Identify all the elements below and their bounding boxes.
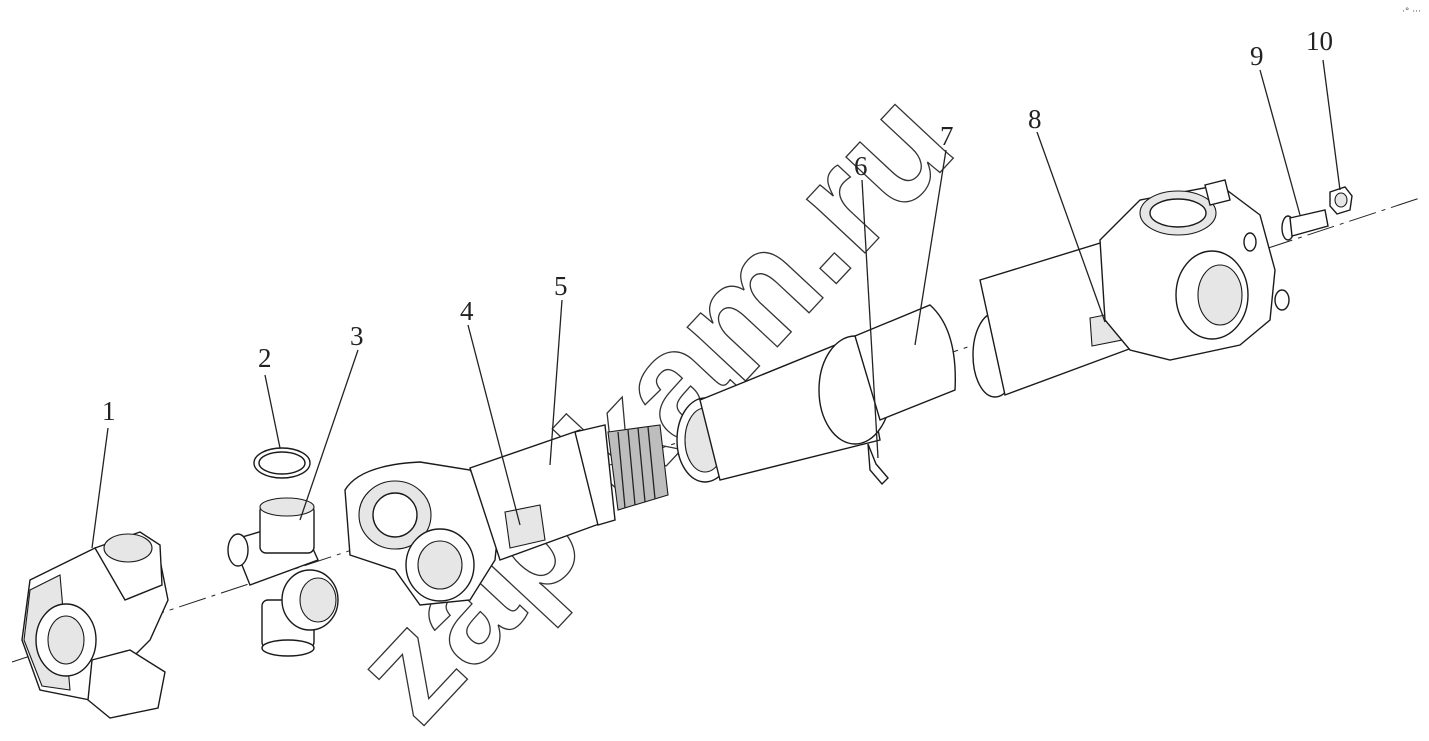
callout-10: 10: [1306, 26, 1333, 56]
flange-yoke: [21, 531, 169, 719]
callout-labels: 1 2 3 4 5 6 7 8 9 10: [102, 26, 1333, 426]
spline-teeth: [617, 426, 656, 509]
callout-4: 4: [460, 296, 474, 326]
callout-3: 3: [350, 321, 364, 351]
welded-yoke: [1099, 179, 1290, 361]
callout-6: 6: [854, 151, 868, 181]
cross-spider: [227, 497, 339, 657]
callout-5: 5: [554, 271, 568, 301]
callout-8: 8: [1028, 104, 1042, 134]
callout-1: 1: [102, 396, 116, 426]
nut: [1329, 186, 1353, 215]
snap-ring: [253, 447, 311, 479]
callout-2: 2: [258, 343, 272, 373]
corner-mark: ·° ···: [1402, 7, 1421, 17]
callout-7: 7: [940, 121, 954, 151]
leader-lines: [91, 59, 1341, 549]
callout-9: 9: [1250, 41, 1264, 71]
slip-yoke: [344, 424, 669, 606]
bolt: [1281, 209, 1329, 241]
